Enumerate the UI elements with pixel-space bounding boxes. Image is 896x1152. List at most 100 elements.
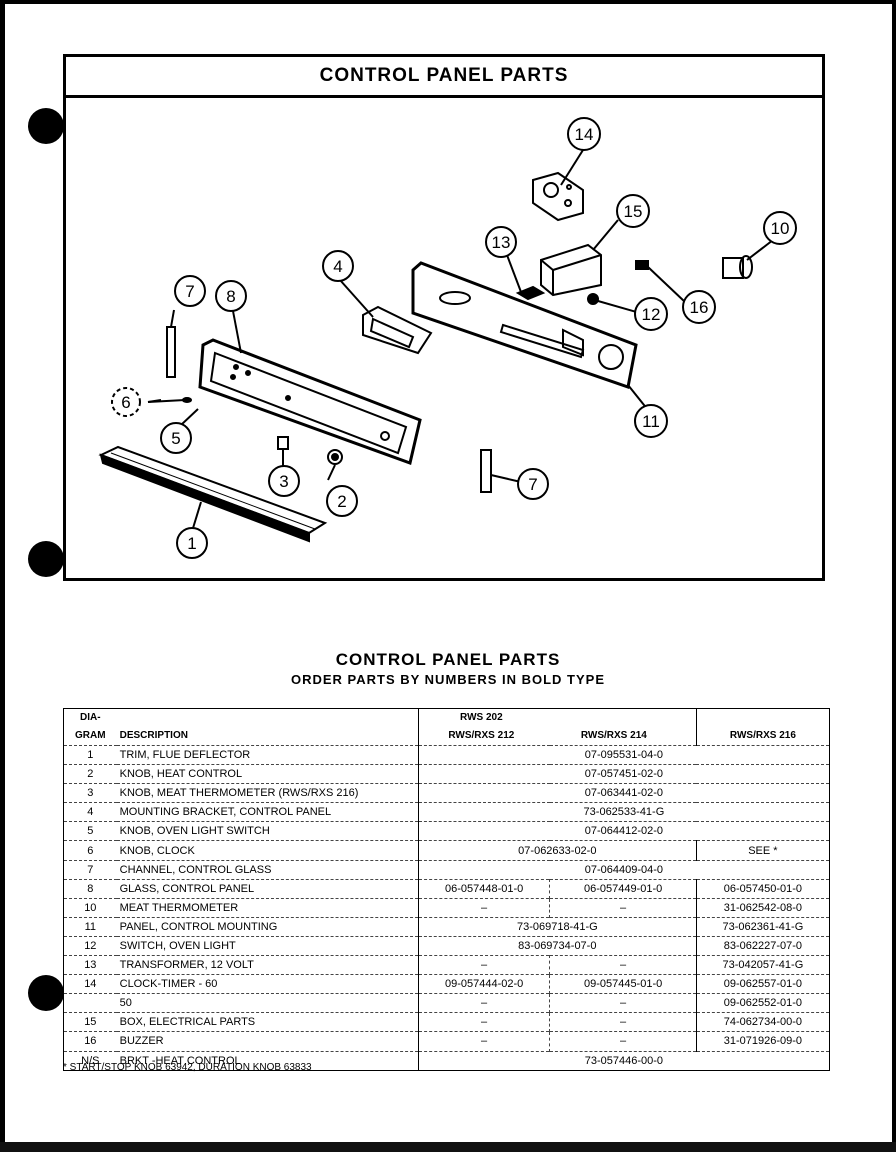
- callout-11: 11: [634, 404, 668, 438]
- table-row: 4 MOUNTING BRACKET, CONTROL PANEL 73-06253…: [63, 802, 830, 822]
- table-row: N/S BRKT -HEAT CONTROL 73-057446-00-0: [63, 1051, 830, 1071]
- part-10-meat-thermometer: [722, 255, 753, 279]
- cell-diagram-number: 8: [87, 882, 94, 895]
- col-a-top: RWS 202: [460, 712, 503, 723]
- cell-part-212: –: [417, 1031, 550, 1051]
- cell-description: KNOB, HEAT CONTROL: [119, 768, 243, 781]
- cell-description: KNOB, MEAT THERMOMETER (RWS/RXS 216): [119, 787, 359, 800]
- diagram-title: CONTROL PANEL PARTS: [66, 57, 822, 98]
- cell-part-212: –: [417, 993, 550, 1013]
- col-description: DESCRIPTION: [119, 730, 188, 741]
- cell-part-all-models: 07-064409-04-0: [417, 860, 830, 880]
- cell-part-all-models: 07-064412-02-0: [417, 821, 830, 841]
- exploded-parts-diagram: 1 2 3 4 5 6 7 7 8 10 11 12 13 14 15 16: [98, 117, 797, 559]
- callout-4: 4: [322, 250, 354, 282]
- part-13-transformer: [515, 285, 546, 301]
- scan-edge-bottom: [0, 1142, 896, 1152]
- callout-2: 2: [326, 485, 358, 517]
- cell-diagram-number: [64, 994, 117, 1013]
- callout-10: 10: [763, 211, 797, 245]
- cell-part-216: 73-042057-41-G: [695, 955, 830, 975]
- cell-part-214: –: [549, 1012, 697, 1032]
- part-7-channel-right: [480, 449, 492, 493]
- cell-diagram-number: 11: [84, 920, 97, 933]
- part-11-mounting-panel: [411, 261, 638, 389]
- callout-15: 15: [616, 194, 650, 228]
- cell-diagram-number: 7: [87, 863, 94, 876]
- binder-hole-bottom: [28, 975, 64, 1011]
- cell-part-214: –: [549, 898, 697, 918]
- callout-16: 16: [682, 290, 716, 324]
- col-c: RWS/RXS 216: [695, 708, 830, 746]
- col-dia: DIA-: [80, 712, 101, 723]
- scan-edge-top: [0, 0, 896, 4]
- svg-text:3: 3: [279, 472, 288, 491]
- diagram-frame: CONTROL PANEL PARTS: [63, 54, 825, 581]
- cell-description: MOUNTING BRACKET, CONTROL PANEL: [119, 806, 332, 819]
- parts-table: DIA-GRAM DESCRIPTION RWS 202 RWS/RXS 212…: [63, 708, 830, 1071]
- cell-description: SWITCH, OVEN LIGHT: [119, 939, 236, 952]
- cell-part-214: –: [549, 955, 697, 975]
- table-title: CONTROL PANEL PARTS: [335, 650, 561, 669]
- cell-part-212: 06-057448-01-0: [417, 879, 550, 899]
- cell-part-212-214: 07-062633-02-0: [417, 840, 697, 861]
- col-b: RWS/RXS 214: [580, 730, 647, 741]
- cell-diagram-number: 5: [87, 825, 94, 838]
- part-3-knob: [277, 436, 289, 450]
- callout-7-right: 7: [517, 468, 549, 500]
- cell-part-all-models: 73-057446-00-0: [417, 1051, 830, 1071]
- svg-text:16: 16: [690, 298, 709, 317]
- cell-description: CHANNEL, CONTROL GLASS: [119, 863, 272, 876]
- cell-diagram-number: 14: [84, 978, 97, 991]
- svg-text:7: 7: [528, 475, 537, 494]
- table-row: 50––09-062552-01-0: [63, 993, 830, 1013]
- callout-3: 3: [268, 465, 300, 497]
- cell-part-212-214: 73-069718-41-G: [417, 917, 697, 937]
- scan-edge-right: [892, 0, 896, 1152]
- callout-14: 14: [567, 117, 601, 151]
- part-12-switch: [587, 293, 599, 305]
- callout-6: 6: [111, 387, 141, 417]
- part-7-channel-left: [166, 326, 176, 378]
- cell-description: KNOB, OVEN LIGHT SWITCH: [119, 825, 270, 838]
- part-1-trim: [98, 445, 328, 543]
- col-gram: GRAM: [75, 730, 106, 741]
- part-16-buzzer: [635, 260, 649, 270]
- cell-description: BUZZER: [119, 1035, 164, 1048]
- cell-description: BOX, ELECTRICAL PARTS: [119, 1016, 256, 1029]
- cell-diagram-number: 2: [87, 768, 94, 781]
- cell-part-212: –: [417, 898, 550, 918]
- svg-text:2: 2: [337, 492, 346, 511]
- callout-5: 5: [160, 422, 192, 454]
- cell-description: BRKT -HEAT CONTROL: [119, 1054, 241, 1067]
- part-2-knob: [327, 449, 343, 465]
- svg-text:7: 7: [185, 282, 194, 301]
- cell-diagram-number: 12: [84, 939, 97, 952]
- cell-diagram-number: 6: [87, 844, 94, 857]
- cell-part-216: 73-062361-41-G: [695, 917, 830, 937]
- cell-part-216: 31-062542-08-0: [695, 898, 830, 918]
- cell-description: CLOCK-TIMER - 60: [119, 978, 218, 991]
- cell-diagram-number: 4: [87, 806, 94, 819]
- cell-diagram-number: 3: [87, 787, 94, 800]
- cell-diagram-number: N/S: [81, 1054, 100, 1067]
- scan-edge-left: [0, 0, 5, 1152]
- cell-part-214: 06-057449-01-0: [549, 879, 697, 899]
- cell-part-212-214: 83-069734-07-0: [417, 936, 697, 956]
- callout-12: 12: [634, 297, 668, 331]
- table-row: 5 KNOB, OVEN LIGHT SWITCH 07-064412-02-0: [63, 821, 830, 841]
- cell-part-all-models: 73-062533-41-G: [417, 802, 830, 822]
- cell-part-216: SEE *: [695, 840, 830, 861]
- svg-text:5: 5: [171, 429, 180, 448]
- footnote: * START/STOP KNOB 63942, DURATION KNOB 6…: [63, 1062, 312, 1073]
- cell-part-214: –: [549, 1031, 697, 1051]
- callout-13: 13: [485, 226, 517, 258]
